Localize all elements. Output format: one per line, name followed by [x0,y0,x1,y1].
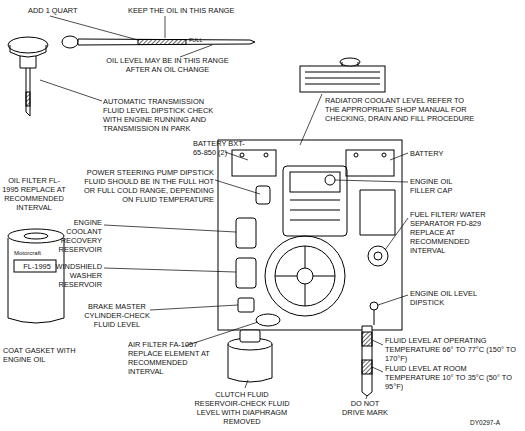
oil-filter [14,260,56,272]
leader-line [366,396,367,399]
radiator [342,62,358,66]
leader-line [104,225,236,232]
leader-line [245,380,248,388]
callout-text: FLUID LEVEL AT ROOM TEMPERATURE 10° TO 3… [385,364,517,391]
oil-dipstick-top [62,36,78,48]
part-label: BRAKE MASTER CYLINDER-CHECK FLUID LEVEL [76,302,158,329]
part-label: ENGINE COOLANT RECOVERY RESERVOIR [36,218,102,254]
fluid-dipstick-bottom [362,360,372,374]
oil-filter [8,229,64,243]
part-label: ENGINE OIL LEVEL DIPSTICK [410,289,490,307]
callout-text: KEEP THE OIL IN THIS RANGE [128,6,258,15]
engine-compartment [354,153,358,157]
leader-line [40,80,102,101]
leader-line [300,94,322,145]
part-number: FL-1995 [17,262,57,271]
atf-dipstick-cap [26,68,30,116]
part-label: BATTERY BXT-65-850 (2) [193,139,253,157]
callout-text: COAT GASKET WITH ENGINE OIL [3,346,83,364]
part-label: AIR FILTER FA-1057 REPLACE ELEMENT AT RE… [128,340,224,376]
engine-compartment [283,166,347,236]
oil-dipstick-top [78,39,255,45]
engine-compartment [275,246,335,306]
oil-dipstick-top [138,40,186,45]
part-label: ENGINE OIL FILLER CAP [410,177,470,195]
dipstick-mark: FULL [189,37,219,44]
brand-mark: Motorcraft [14,250,64,258]
fluid-dipstick-bottom [362,326,372,396]
part-label: FUEL FILTER/ WATER SEPARATOR FD-829 REPL… [410,210,492,255]
engine-compartment [265,236,345,316]
oil-dipstick-top [62,36,255,48]
oil-filter [8,238,64,323]
leader-line [40,16,408,399]
leader-line [372,367,383,372]
engine-compartment [256,186,270,204]
part-label: CLUTCH FLUID RESERVOIR-CHECK FLUID LEVEL… [192,390,292,426]
engine-compartment [346,150,394,176]
engine-compartment [264,153,268,157]
part-label: BATTERY [410,149,470,158]
engine-compartment [236,258,256,288]
radiator [300,58,385,92]
engine-compartment [238,298,254,312]
engine-compartment [368,246,388,266]
fluid-dipstick-bottom [362,326,372,396]
engine-compartment [297,268,313,284]
callout-text: OIL LEVEL MAY BE IN THIS RANGE AFTER AN … [100,56,235,74]
atf-dipstick-cap [26,92,30,106]
fluid-dipstick-bottom [362,332,372,346]
oil-filter [24,233,48,239]
atf-dipstick-cap [10,45,46,57]
engine-compartment [374,310,375,325]
figure-id: DY0297-A [470,419,525,427]
leader-line [180,45,212,57]
engine-compartment [275,246,335,306]
engine-compartment [232,150,276,176]
leader-line [390,153,408,160]
callout-text: FLUID LEVEL AT OPERATING TEMPERATURE 66°… [385,336,517,363]
atf-dipstick-cap [8,37,48,116]
engine-compartment [218,140,402,330]
leader-line [165,16,166,38]
engine-compartment [256,314,280,326]
atf-dipstick-cap [20,56,36,68]
radiator [305,72,380,84]
callout-text: ADD 1 QUART [28,6,98,15]
engine-compartment [370,302,378,310]
atf-dipstick-cap [8,37,48,53]
leader-line [372,340,383,345]
engine-compartment [290,172,340,192]
dipstick-mark: DO NOT DRIVE MARK [340,399,390,417]
clutch-reservoir [240,330,260,342]
callout-text: RADIATOR COOLANT LEVEL REFER TO THE APPR… [325,96,475,123]
oil-filter [8,229,64,323]
leader-line [385,218,408,250]
leader-line [378,295,408,305]
engine-compartment [374,252,382,260]
leader-line [225,152,248,160]
leader-line [215,180,260,194]
leader-line [150,305,238,310]
engine-compartment [360,190,395,235]
part-label: OIL FILTER FL-1995 REPLACE AT RECOMMENDE… [2,176,66,212]
callout-text: AUTOMATIC TRANSMISSION FLUID LEVEL DIPST… [103,97,221,133]
leader-line [50,16,138,40]
callout-text: POWER STEERING PUMP DIPSTICK FLUID SHOUL… [82,168,214,204]
engine-compartment [240,153,244,157]
leader-line [335,180,408,182]
engine-compartment [325,175,335,185]
engine-compartment [382,153,386,157]
leader-line [104,268,236,272]
engine-compartment [218,140,402,330]
clutch-reservoir [228,330,272,382]
radiator [340,58,360,66]
engine-compartment [290,200,340,220]
engine-compartment [236,218,256,248]
radiator [300,66,385,92]
